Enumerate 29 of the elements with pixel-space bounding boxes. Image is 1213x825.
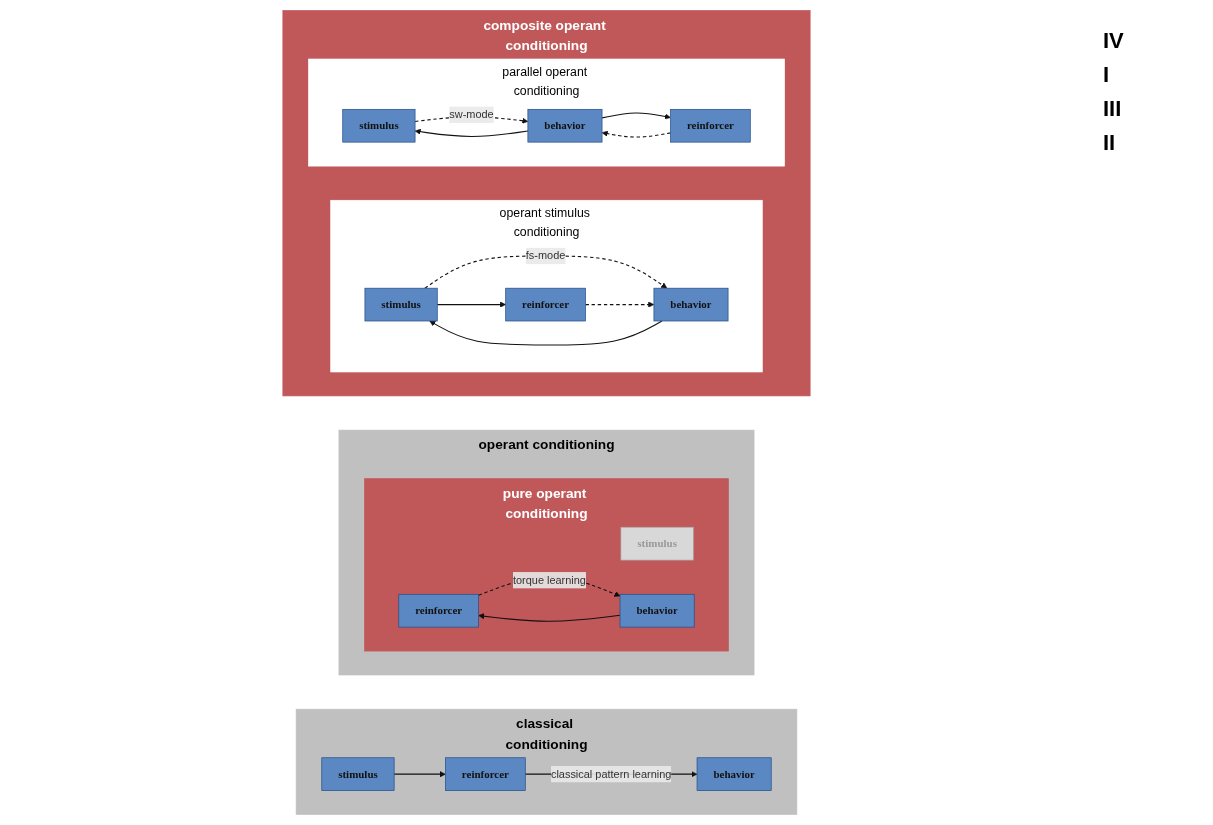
node-box: reinforcer — [445, 757, 526, 791]
edge-label: sw-mode — [449, 108, 494, 121]
arrow — [393, 771, 446, 778]
arrow — [584, 301, 655, 308]
arrow — [601, 130, 671, 138]
node-box: stimulus — [342, 108, 416, 143]
edge-label: classical pattern learning — [550, 768, 672, 780]
node-box: behavior — [696, 757, 772, 791]
arrow — [436, 301, 506, 308]
node-box: behavior — [619, 593, 695, 628]
node-box: reinforcer — [398, 593, 479, 628]
node-box: stimulus — [364, 287, 438, 322]
node-box: stimulus — [321, 757, 395, 791]
panel-numeral: IV — [1103, 28, 1125, 54]
panel-numeral: II — [1103, 130, 1117, 156]
node-box: behavior — [527, 108, 603, 143]
node-box: behavior — [653, 287, 729, 322]
node-box: reinforcer — [670, 108, 751, 143]
arrow — [429, 320, 663, 346]
arrow — [478, 613, 621, 622]
panel-numeral: III — [1103, 96, 1123, 122]
node-box: reinforcer — [505, 287, 586, 322]
node-box: stimulus — [620, 526, 694, 561]
arrow — [601, 112, 671, 120]
edge-label: fs-mode — [525, 249, 566, 262]
arrow — [424, 255, 668, 289]
arrow — [414, 128, 529, 137]
edge-label: torque learning — [512, 574, 586, 586]
panel-numeral: I — [1103, 62, 1111, 88]
